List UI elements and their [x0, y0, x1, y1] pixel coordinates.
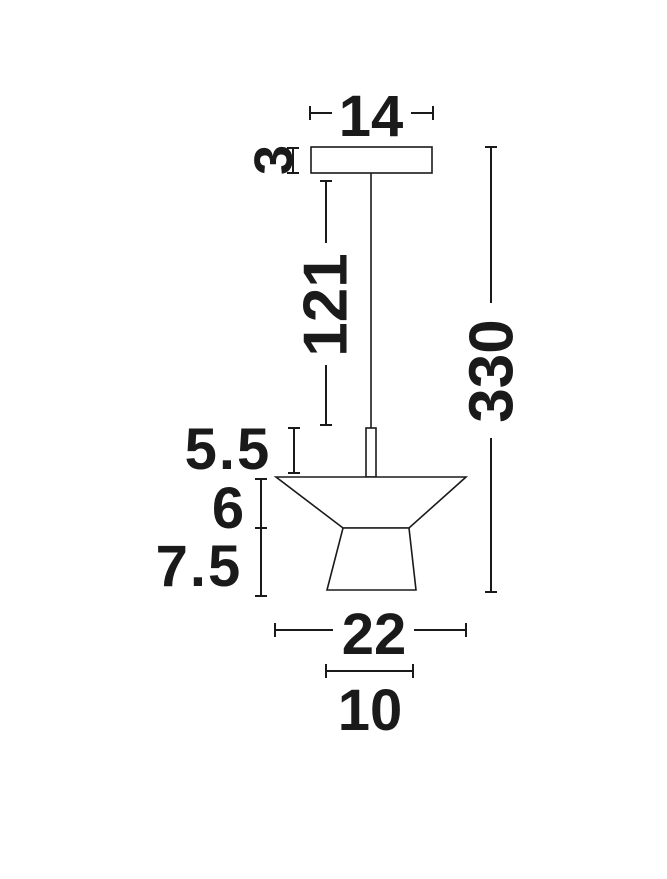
canopy-height-dimension — [287, 147, 299, 174]
base-width-label: 10 — [338, 678, 403, 743]
stem-height-label: 5.5 — [185, 417, 272, 482]
ceiling-canopy — [310, 146, 433, 174]
upper-shade — [273, 476, 469, 529]
stem-height-dimension — [288, 427, 300, 474]
total-height-dimension — [485, 146, 497, 593]
base-width-dimension — [325, 664, 414, 678]
upper-shade-height-label: 6 — [212, 476, 244, 541]
pendant-lamp-outline — [273, 146, 469, 591]
shade-heights-dimension — [255, 478, 267, 597]
canopy-width-label: 14 — [339, 84, 404, 149]
total-height-label: 330 — [458, 319, 527, 422]
canopy-width-dimension — [309, 106, 434, 120]
cable-length-label: 121 — [292, 253, 361, 356]
shade-width-dimension — [274, 623, 467, 637]
cable-length-dimension — [320, 180, 332, 426]
lower-shade-height-label: 7.5 — [156, 534, 243, 599]
lamp-stem — [365, 427, 377, 478]
lower-shade — [325, 527, 417, 591]
canopy-height-label: 3 — [244, 145, 304, 175]
shade-width-label: 22 — [342, 602, 407, 667]
